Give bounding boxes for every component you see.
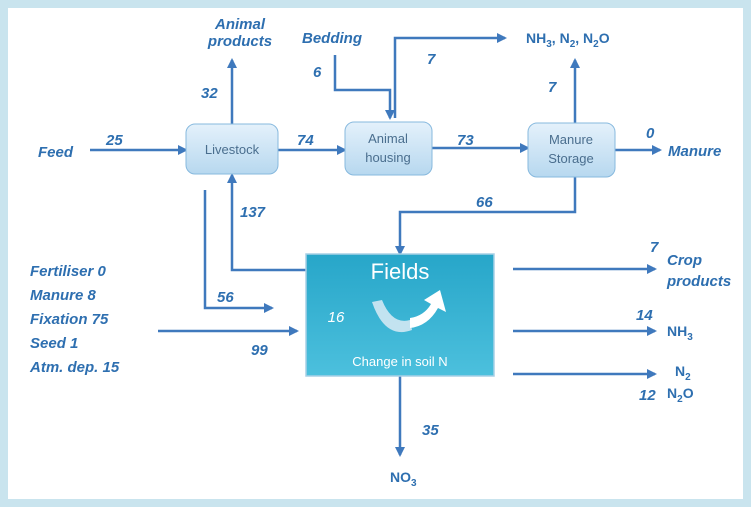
soil-change-value: 16 [328,309,345,326]
n2o-label: N2O [667,385,694,405]
fields-box: Fields 16 Change in soil N [305,253,495,377]
arrow-housing-gas [393,33,507,118]
livestock-label: Livestock [205,142,260,157]
manure-storage-label-2: Storage [548,151,594,166]
crop-products-label-1: Crop [667,252,702,269]
field-inputs-list: Fertiliser 0 Manure 8 Fixation 75 Seed 1… [29,263,120,376]
flow-value: 66 [476,194,493,211]
flow-value: 25 [105,132,123,149]
gas-label-top: NH3, N2, N2O [526,30,610,50]
flow-value: 0 [646,125,655,142]
flow-values: 25 32 74 6 7 73 7 0 66 137 56 99 7 14 12… [105,51,659,439]
flow-value: 7 [548,79,557,96]
feed-label: Feed [38,144,74,161]
flow-value: 7 [650,239,659,256]
animal-housing-label-2: housing [365,150,411,165]
flow-value: 73 [457,132,474,149]
n2-label: N2 [675,363,691,383]
flow-value: 7 [427,51,436,68]
input-item: Atm. dep. 15 [29,359,120,376]
flow-value: 6 [313,64,322,81]
manure-storage-label-1: Manure [549,132,593,147]
animal-housing-label-1: Animal [368,131,408,146]
diagram-canvas: Livestock Animal housing Manure Storage … [8,8,743,499]
input-item: Fertiliser 0 [30,263,107,280]
nitrogen-flow-diagram: Livestock Animal housing Manure Storage … [29,16,731,489]
flow-value: 35 [422,422,439,439]
flow-value: 12 [639,387,656,404]
flow-value: 14 [636,307,653,324]
flow-value: 137 [240,204,266,221]
input-item: Fixation 75 [30,311,109,328]
input-item: Seed 1 [30,335,78,352]
manure-storage-box: Manure Storage [527,122,616,178]
flow-value: 74 [297,132,314,149]
arrow-bedding [333,55,395,120]
manure-export-label: Manure [668,143,721,160]
arrow-livestock-fields [203,190,274,313]
flow-value: 56 [217,289,234,306]
animal-housing-box: Animal housing [344,121,433,176]
soil-change-label: Change in soil N [352,354,447,369]
flow-value: 99 [251,342,268,359]
input-item: Manure 8 [30,287,97,304]
bedding-label: Bedding [302,30,362,47]
crop-products-label-2: products [666,273,731,290]
fields-title: Fields [371,259,430,284]
animal-products-label-1: Animal [214,16,266,33]
no3-label: NO3 [390,469,417,489]
arrow-fields-livestock [227,173,306,272]
arrow-storage-fields [395,177,577,256]
animal-products-label-2: products [207,33,272,50]
flow-value: 32 [201,85,218,102]
soil-cycle-icon [372,290,446,333]
nh3-label: NH3 [667,323,693,343]
livestock-box: Livestock [185,123,279,175]
flow-arrows [90,33,662,457]
